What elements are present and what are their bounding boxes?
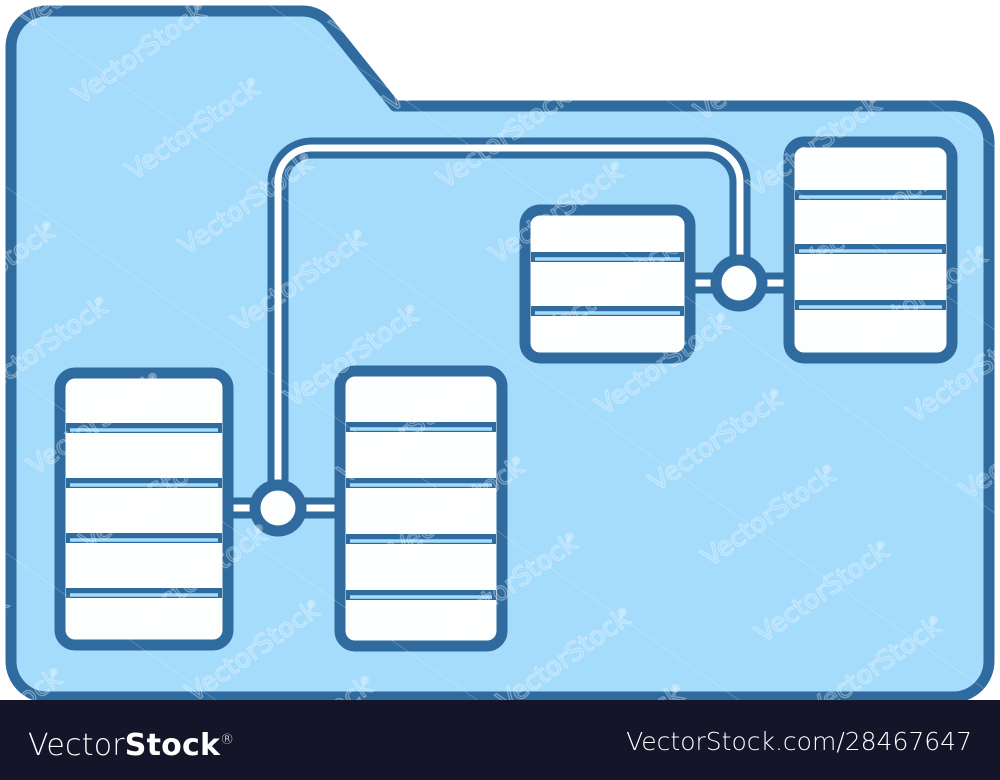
logo-word-stock: Stock	[124, 728, 221, 763]
vectorstock-url: VectorStock.com/28467647	[626, 727, 972, 756]
vectorstock-logo: VectorStock®	[28, 720, 234, 766]
logo-word-vector: Vector	[28, 728, 125, 763]
database-card-center[interactable]	[334, 365, 508, 652]
database-card-right[interactable]	[783, 136, 958, 364]
connector-node-right[interactable]	[710, 254, 768, 312]
database-card-center-outline	[334, 365, 508, 652]
connector-node-left-circle	[249, 479, 307, 537]
illustration-artboard: VectorStock ® VectorStock ®	[0, 0, 1000, 700]
database-card-left-outline	[54, 367, 234, 651]
registered-trademark-icon: ®	[220, 732, 235, 748]
connector-node-right-circle	[710, 254, 768, 312]
database-folder-diagram: VectorStock ® VectorStock ®	[0, 0, 1000, 700]
database-card-middle[interactable]	[519, 204, 696, 364]
database-card-middle-outline	[519, 204, 696, 364]
connector-node-left[interactable]	[249, 479, 307, 537]
database-card-left[interactable]	[54, 367, 234, 651]
stock-footer-bar: VectorStock® VectorStock.com/28467647	[0, 700, 1000, 780]
